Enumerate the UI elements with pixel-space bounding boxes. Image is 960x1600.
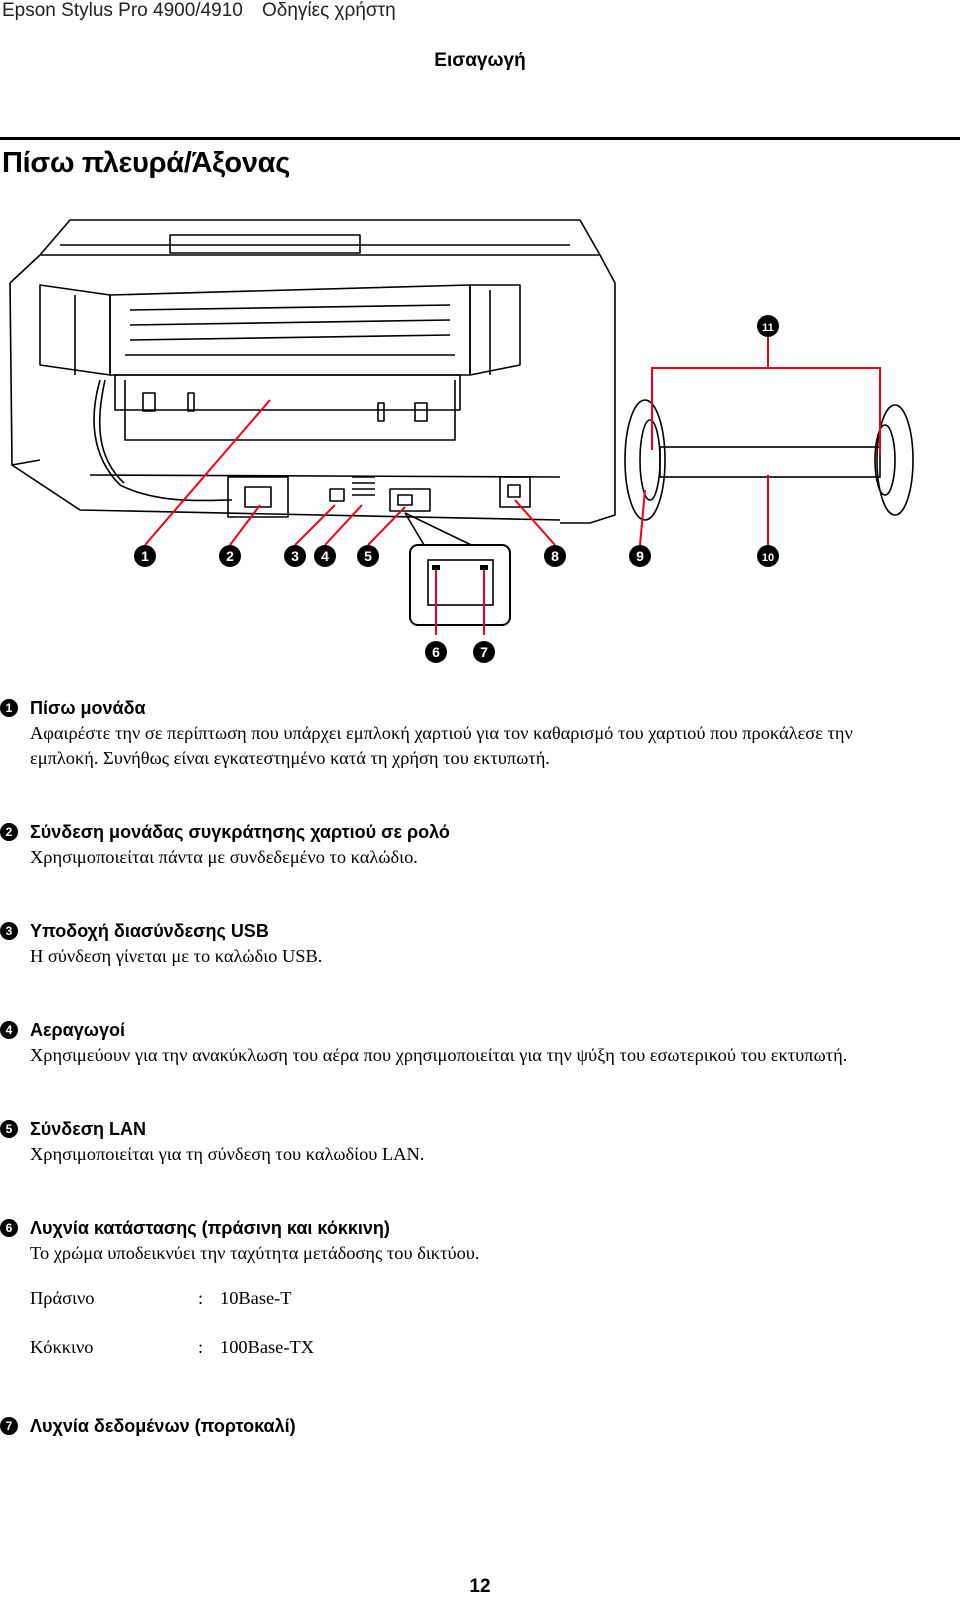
svg-text:1: 1 <box>141 548 149 564</box>
status-color: Πράσινο <box>30 1288 95 1308</box>
item-body: Το χρώμα υποδεικνύει την ταχύτητα μετάδο… <box>30 1241 960 1266</box>
callout-6: 6 <box>425 641 447 663</box>
item-4: 4 Αεραγωγοί Χρησιμεύουν για την ανακύκλωσ… <box>0 1017 960 1068</box>
callout-3: 3 <box>284 545 306 567</box>
page-number: 12 <box>469 1576 491 1597</box>
item-body: Χρησιμοποιείται για τη σύνδεση του καλωδ… <box>30 1142 960 1167</box>
status-color: Κόκκινο <box>30 1337 94 1357</box>
status-speed: 100Base-TX <box>220 1337 314 1357</box>
svg-text:9: 9 <box>636 548 644 564</box>
svg-text:3: 3 <box>291 548 299 564</box>
item-badge: 2 <box>0 823 18 841</box>
item-heading: Λυχνία κατάστασης (πράσινη και κόκκινη) <box>30 1217 390 1238</box>
callout-4: 4 <box>314 545 336 567</box>
item-2: 2 Σύνδεση μονάδας συγκράτησης χαρτιού σε … <box>0 819 960 870</box>
item-heading: Σύνδεση μονάδας συγκράτησης χαρτιού σε ρ… <box>30 821 450 842</box>
item-body: Αφαιρέστε την σε περίπτωση που υπάρχει ε… <box>30 721 960 771</box>
svg-text:7: 7 <box>480 644 488 660</box>
callout-2: 2 <box>219 545 241 567</box>
item-1: 1 Πίσω μονάδα Αφαιρέστε την σε περίπτωση … <box>0 695 960 771</box>
item-heading: Υποδοχή διασύνδεσης USB <box>30 920 269 941</box>
item-line: Αφαιρέστε την σε περίπτωση που υπάρχει ε… <box>30 723 853 743</box>
callout-7: 7 <box>473 641 495 663</box>
page-title: Πίσω πλευρά/Άξονας <box>2 147 290 179</box>
callout-lines <box>144 337 881 546</box>
item-line: Το χρώμα υποδεικνύει την ταχύτητα μετάδο… <box>30 1243 480 1263</box>
item-badge: 3 <box>0 922 18 940</box>
spindle-drawing <box>624 399 914 521</box>
item-body: Χρησιμοποιείται πάντα με συνδεδεμένο το … <box>30 845 960 870</box>
item-body: Χρησιμεύουν για την ανακύκλωση του αέρα … <box>30 1043 960 1068</box>
item-badge: 6 <box>0 1219 18 1237</box>
item-line: Η σύνδεση γίνεται με το καλώδιο USB. <box>30 946 323 966</box>
callout-5: 5 <box>357 545 379 567</box>
item-6: 6 Λυχνία κατάστασης (πράσινη και κόκκινη)… <box>0 1215 960 1266</box>
callout-1: 1 <box>134 545 156 567</box>
status-speed: 10Base-T <box>220 1288 292 1308</box>
callout-10: 10 <box>757 545 779 567</box>
printer-rear-diagram: 1 2 3 4 5 6 7 8 9 10 11 <box>9 219 914 663</box>
svg-text:5: 5 <box>364 548 372 564</box>
item-heading: Λυχνία δεδομένων (πορτοκαλί) <box>30 1415 296 1436</box>
status-separator: : <box>198 1337 204 1357</box>
lan-port-zoom <box>404 512 511 635</box>
item-badge: 7 <box>0 1417 18 1435</box>
item-body: Η σύνδεση γίνεται με το καλώδιο USB. <box>30 944 960 969</box>
header-rule <box>0 137 960 140</box>
item-badge: 1 <box>0 699 18 717</box>
chapter-title: Εισαγωγή <box>434 50 526 71</box>
svg-text:8: 8 <box>551 548 559 564</box>
item-line: Χρησιμεύουν για την ανακύκλωση του αέρα … <box>30 1045 848 1065</box>
callout-8: 8 <box>544 545 566 567</box>
svg-text:6: 6 <box>432 644 440 660</box>
header-product-name: Epson Stylus Pro 4900/4910 <box>2 0 243 21</box>
item-heading: Σύνδεση LAN <box>30 1118 147 1139</box>
header-section-name: Οδηγίες χρήστη <box>262 0 396 21</box>
svg-text:10: 10 <box>762 552 774 564</box>
printer-body-drawing <box>9 219 616 524</box>
svg-text:11: 11 <box>762 322 774 334</box>
item-5: 5 Σύνδεση LAN Χρησιμοποιείται για τη σύνδ… <box>0 1116 960 1167</box>
item-line: εμπλοκή. Συνήθως είναι εγκατεστημένο κατ… <box>30 748 550 768</box>
item-7: 7 Λυχνία δεδομένων (πορτοκαλί) <box>0 1413 960 1439</box>
item-heading: Πίσω μονάδα <box>30 697 146 718</box>
callout-11: 11 <box>757 315 779 337</box>
item-line: Χρησιμοποιείται για τη σύνδεση του καλωδ… <box>30 1144 425 1164</box>
callout-9: 9 <box>629 545 651 567</box>
item-heading: Αεραγωγοί <box>30 1019 125 1040</box>
status-separator: : <box>198 1288 204 1308</box>
item-line: Χρησιμοποιείται πάντα με συνδεδεμένο το … <box>30 847 418 867</box>
item-3: 3 Υποδοχή διασύνδεσης USB Η σύνδεση γίνετ… <box>0 918 960 969</box>
item-badge: 4 <box>0 1021 18 1039</box>
svg-text:4: 4 <box>321 548 329 564</box>
item-badge: 5 <box>0 1120 18 1138</box>
svg-text:2: 2 <box>226 548 234 564</box>
